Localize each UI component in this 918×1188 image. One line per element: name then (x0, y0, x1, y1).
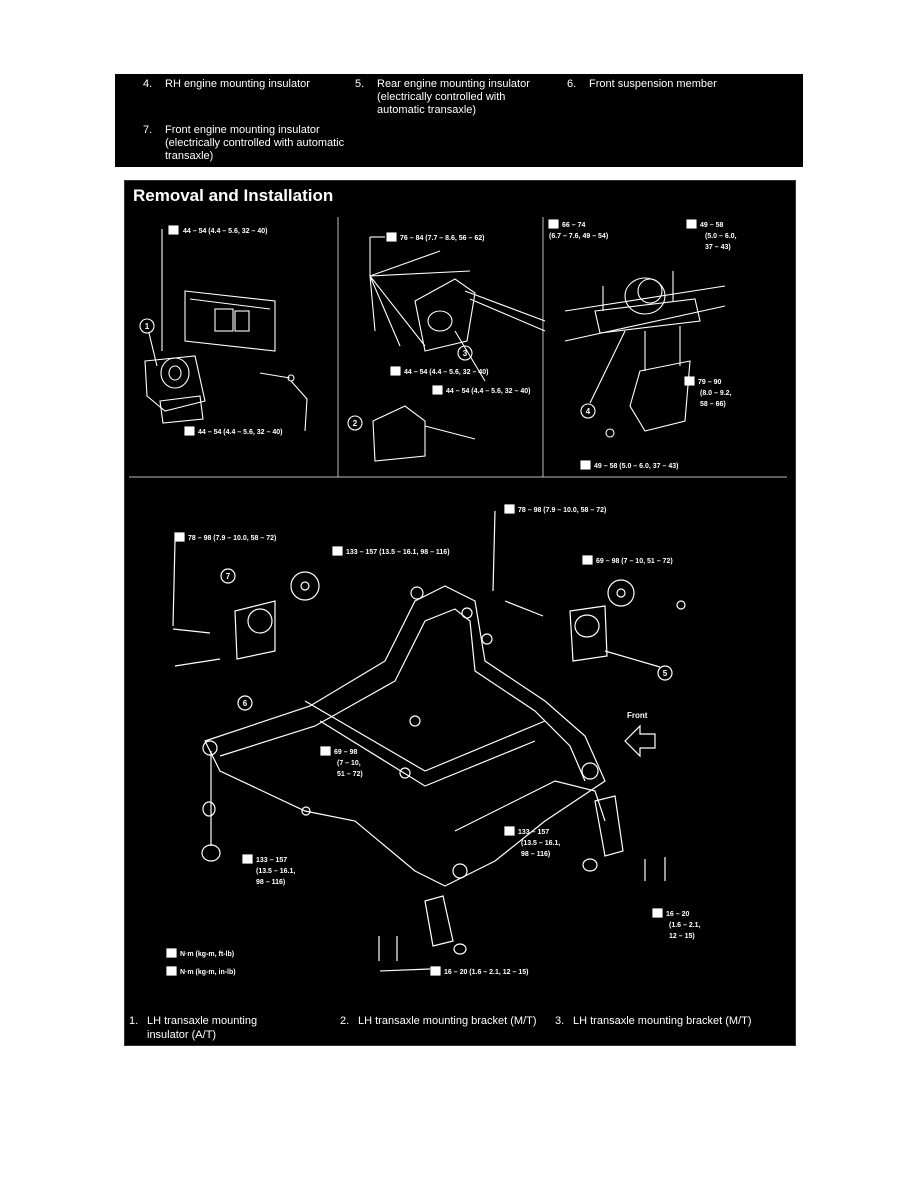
torque-icon (652, 908, 663, 918)
torque-label: 76 – 84 (7.7 – 8.6, 56 – 62) (400, 235, 484, 242)
panel-3-rh-engine-mount: 66 – 74 (6.7 – 7.6, 49 – 54) 49 – 58 (5.… (548, 219, 737, 470)
torque-label: (13.5 – 16.1, (256, 868, 295, 875)
panel-1-lh-transaxle-mount: 44 – 54 (4.4 – 5.6, 32 – 40) 1 44 – 54 (… (139, 225, 308, 436)
torque-icon (684, 376, 695, 386)
torque-icon (432, 385, 443, 395)
torque-label: 12 – 15) (669, 933, 695, 940)
torque-label: (1.6 – 2.1, (669, 922, 701, 929)
torque-label: (6.7 – 7.6, 49 – 54) (549, 233, 608, 240)
panel-dividers (129, 217, 787, 478)
torque-label: 79 – 90 (698, 379, 721, 386)
callout-2: 2 (353, 419, 358, 428)
torque-icon (582, 555, 593, 565)
torque-label: 78 – 98 (7.9 – 10.0, 58 – 72) (518, 507, 606, 514)
torque-label: 58 – 66) (700, 401, 726, 408)
torque-icon (386, 232, 397, 242)
torque-label: 37 – 43) (705, 244, 731, 251)
torque-icon (168, 225, 179, 235)
unit-ft-lb: N·m (kg-m, ft-lb) (180, 951, 234, 958)
torque-label: 133 – 157 (13.5 – 16.1, 98 – 116) (346, 549, 450, 556)
torque-icon (242, 854, 253, 864)
torque-label: 44 – 54 (4.4 – 5.6, 32 – 40) (404, 369, 488, 376)
removal-installation-section: Removal and Installation 44 – 54 (4.4 – … (124, 180, 796, 1046)
torque-icon (580, 460, 591, 470)
torque-label: 69 – 98 (7 – 10, 51 – 72) (596, 558, 673, 565)
callout-5: 5 (663, 669, 668, 678)
front-suspension-member-diagram: 78 – 98 (7.9 – 10.0, 58 – 72) 78 – 98 (7… (166, 504, 701, 976)
torque-label: 51 – 72) (337, 771, 363, 778)
torque-label: 16 – 20 (1.6 – 2.1, 12 – 15) (444, 969, 528, 976)
torque-label: 44 – 54 (4.4 – 5.6, 32 – 40) (183, 228, 267, 235)
torque-icon (320, 746, 331, 756)
torque-label: 98 – 116) (256, 879, 285, 886)
torque-icon (166, 966, 177, 976)
torque-icon (504, 504, 515, 514)
torque-label: (5.0 – 6.0, (705, 233, 737, 240)
callout-4: 4 (586, 407, 591, 416)
torque-label: 49 – 58 (700, 222, 723, 229)
callout-1: 1 (145, 322, 150, 331)
torque-label: 98 – 116) (521, 851, 550, 858)
callout-6: 6 (243, 699, 248, 708)
panel-2-lh-transaxle-bracket: 76 – 84 (7.7 – 8.6, 56 – 62) 3 44 – 54 (… (347, 232, 546, 462)
torque-label: (8.0 – 9.2, (700, 390, 732, 397)
torque-icon (504, 826, 515, 836)
torque-label: 66 – 74 (562, 222, 585, 229)
torque-icon (686, 219, 697, 229)
section-title: Removal and Installation (133, 186, 334, 205)
callout-3: 3 (463, 349, 468, 358)
torque-label: 49 – 58 (5.0 – 6.0, 37 – 43) (594, 463, 678, 470)
front-label: Front (627, 711, 648, 720)
torque-icon (390, 366, 401, 376)
torque-icon (332, 546, 343, 556)
torque-label: 133 – 157 (256, 857, 287, 864)
top-legend: 4. RH engine mounting insulator 5. Rear … (115, 74, 803, 167)
torque-label: 78 – 98 (7.9 – 10.0, 58 – 72) (188, 535, 276, 542)
torque-icon (184, 426, 195, 436)
torque-label: 44 – 54 (4.4 – 5.6, 32 – 40) (446, 388, 530, 395)
torque-label: (13.5 – 16.1, (521, 840, 560, 847)
front-arrow-icon (624, 724, 656, 758)
torque-label: 133 – 157 (518, 829, 549, 836)
unit-in-lb: N·m (kg-m, in-lb) (180, 969, 236, 976)
torque-label: 44 – 54 (4.4 – 5.6, 32 – 40) (198, 429, 282, 436)
torque-icon (166, 948, 177, 958)
exploded-diagram: 44 – 54 (4.4 – 5.6, 32 – 40) 1 44 – 54 (… (129, 217, 787, 976)
torque-icon (548, 219, 559, 229)
callout-7: 7 (226, 572, 231, 581)
torque-label: 16 – 20 (666, 911, 689, 918)
torque-label: (7 – 10, (337, 760, 361, 767)
torque-label: 69 – 98 (334, 749, 357, 756)
torque-icon (430, 966, 441, 976)
torque-icon (174, 532, 185, 542)
